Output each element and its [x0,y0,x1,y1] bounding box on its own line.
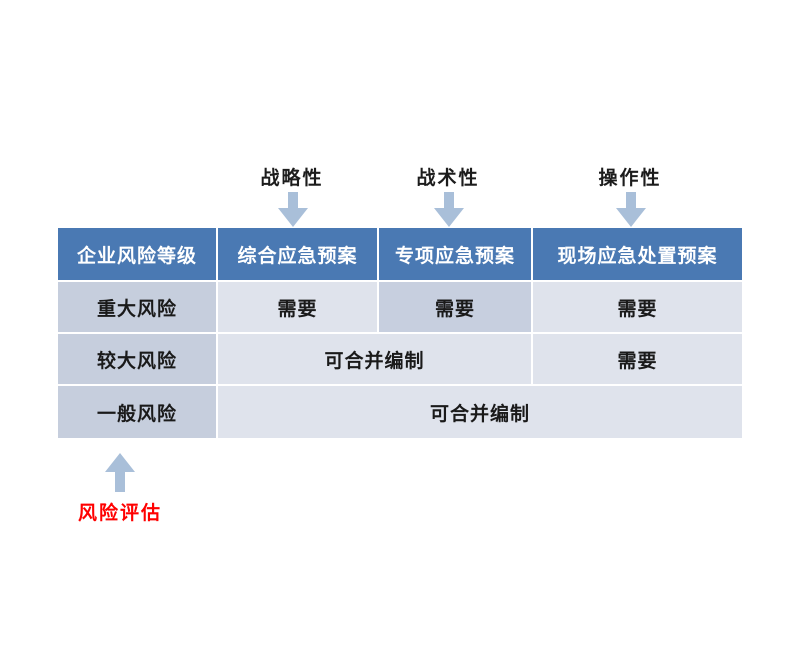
table-row: 一般风险 可合并编制 [58,386,742,438]
table-row: 较大风险 可合并编制 需要 [58,334,742,386]
annotation-label-strategic: 战略性 [260,168,324,189]
cell-major-special: 需要 [379,282,533,334]
column-header-onsite-plan: 现场应急处置预案 [533,228,742,282]
cell-general-merged-plan: 可合并编制 [218,386,742,438]
cell-relmajor-merged-plan: 可合并编制 [218,334,533,386]
column-header-comprehensive-plan: 综合应急预案 [218,228,379,282]
annotation-label-tactical: 战术性 [416,168,480,189]
table-row: 重大风险 需要 需要 需要 [58,282,742,334]
cell-relmajor-onsite: 需要 [533,334,742,386]
row-header-relatively-major-risk: 较大风险 [58,334,218,386]
arrow-up-icon [105,453,135,492]
arrow-down-icon [434,192,464,227]
row-header-general-risk: 一般风险 [58,386,218,438]
column-header-special-plan: 专项应急预案 [379,228,533,282]
arrow-down-icon [616,192,646,227]
cell-major-comprehensive: 需要 [218,282,379,334]
arrow-down-icon [278,192,308,227]
risk-emergency-plan-table: 企业风险等级 综合应急预案 专项应急预案 现场应急处置预案 重大风险 需要 需要… [58,228,742,438]
column-header-risk-level: 企业风险等级 [58,228,218,282]
cell-major-onsite: 需要 [533,282,742,334]
row-header-major-risk: 重大风险 [58,282,218,334]
table-header-row: 企业风险等级 综合应急预案 专项应急预案 现场应急处置预案 [58,228,742,282]
annotation-label-risk-assessment: 风险评估 [77,503,162,524]
annotation-label-operational: 操作性 [598,168,662,189]
